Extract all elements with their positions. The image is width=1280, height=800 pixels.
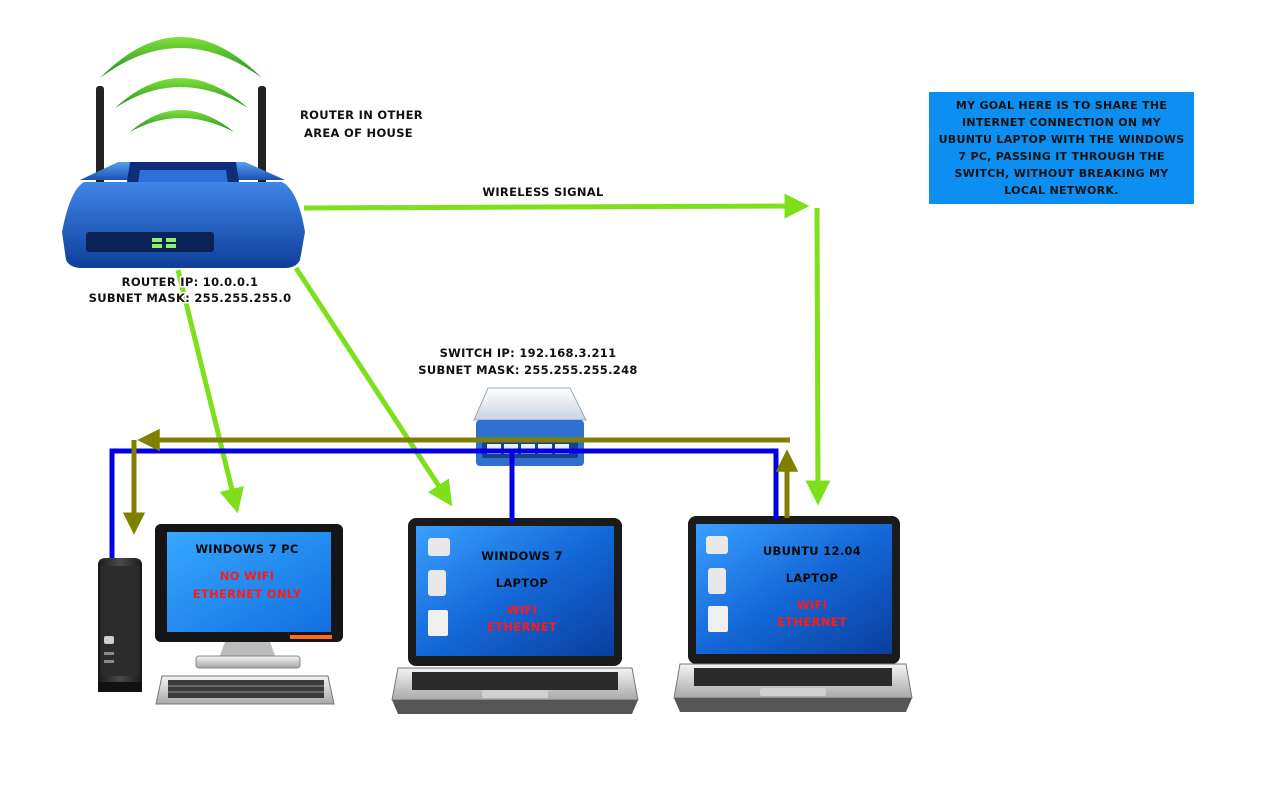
router-to-desktop-arrow (175, 269, 244, 514)
wireless-signal-arrow (303, 193, 810, 219)
hard-drive-icon (706, 536, 728, 554)
router-ip-label: ROUTER IP: 10.0.0.1 (122, 275, 259, 289)
switch-ip-label: SWITCH IP: 192.168.3.211 (440, 346, 617, 360)
wifi-waves-icon (100, 37, 262, 132)
desktop-no-wifi: NO WIFI (220, 569, 275, 583)
win7-laptop-title: WINDOWS 7 (481, 549, 563, 563)
laptop-windows7-icon (391, 518, 639, 714)
shared-connection-route (122, 428, 799, 535)
ubuntu-laptop-title: UBUNTU 12.04 (763, 544, 861, 558)
goal-note-box: MY GOAL HERE IS TO SHARE THE INTERNET CO… (929, 92, 1194, 204)
wireless-signal-label: WIRELESS SIGNAL (482, 185, 604, 199)
laptop-ubuntu-icon (673, 516, 913, 712)
recycle-bin-icon (708, 568, 726, 594)
router-subnet-label: SUBNET MASK: 255.255.255.0 (89, 291, 292, 305)
win7-laptop-wifi: WIFI (507, 603, 537, 617)
wireless-to-ubuntu-arrow (805, 207, 831, 506)
router-location-label-line2: AREA OF HOUSE (304, 126, 413, 140)
desktop-ethernet-only: ETHERNET ONLY (193, 587, 302, 601)
desktop-tower-icon (98, 558, 142, 692)
desktop-title: WINDOWS 7 PC (195, 542, 298, 556)
recycle-bin-icon (428, 570, 446, 596)
router-to-win7-laptop-arrow (293, 266, 453, 507)
ubuntu-laptop-ethernet: ETHERNET (777, 615, 847, 629)
document-icon (428, 610, 448, 636)
keyboard-icon (155, 675, 335, 705)
goal-note-text: MY GOAL HERE IS TO SHARE THE INTERNET CO… (938, 99, 1185, 197)
ubuntu-laptop-subtitle: LAPTOP (786, 571, 839, 585)
desktop-monitor-icon (155, 524, 343, 669)
switch-subnet-label: SUBNET MASK: 255.255.255.248 (418, 363, 637, 377)
win7-laptop-ethernet: ETHERNET (487, 620, 557, 634)
network-switch-icon (473, 387, 587, 466)
ubuntu-laptop-wifi: WIFI (797, 598, 827, 612)
hard-drive-icon (428, 538, 450, 556)
document-icon (708, 606, 728, 632)
wireless-router-icon (62, 37, 305, 268)
win7-laptop-subtitle: LAPTOP (496, 576, 549, 590)
ethernet-cable-lines (109, 448, 779, 558)
router-location-label-line1: ROUTER IN OTHER (300, 108, 423, 122)
